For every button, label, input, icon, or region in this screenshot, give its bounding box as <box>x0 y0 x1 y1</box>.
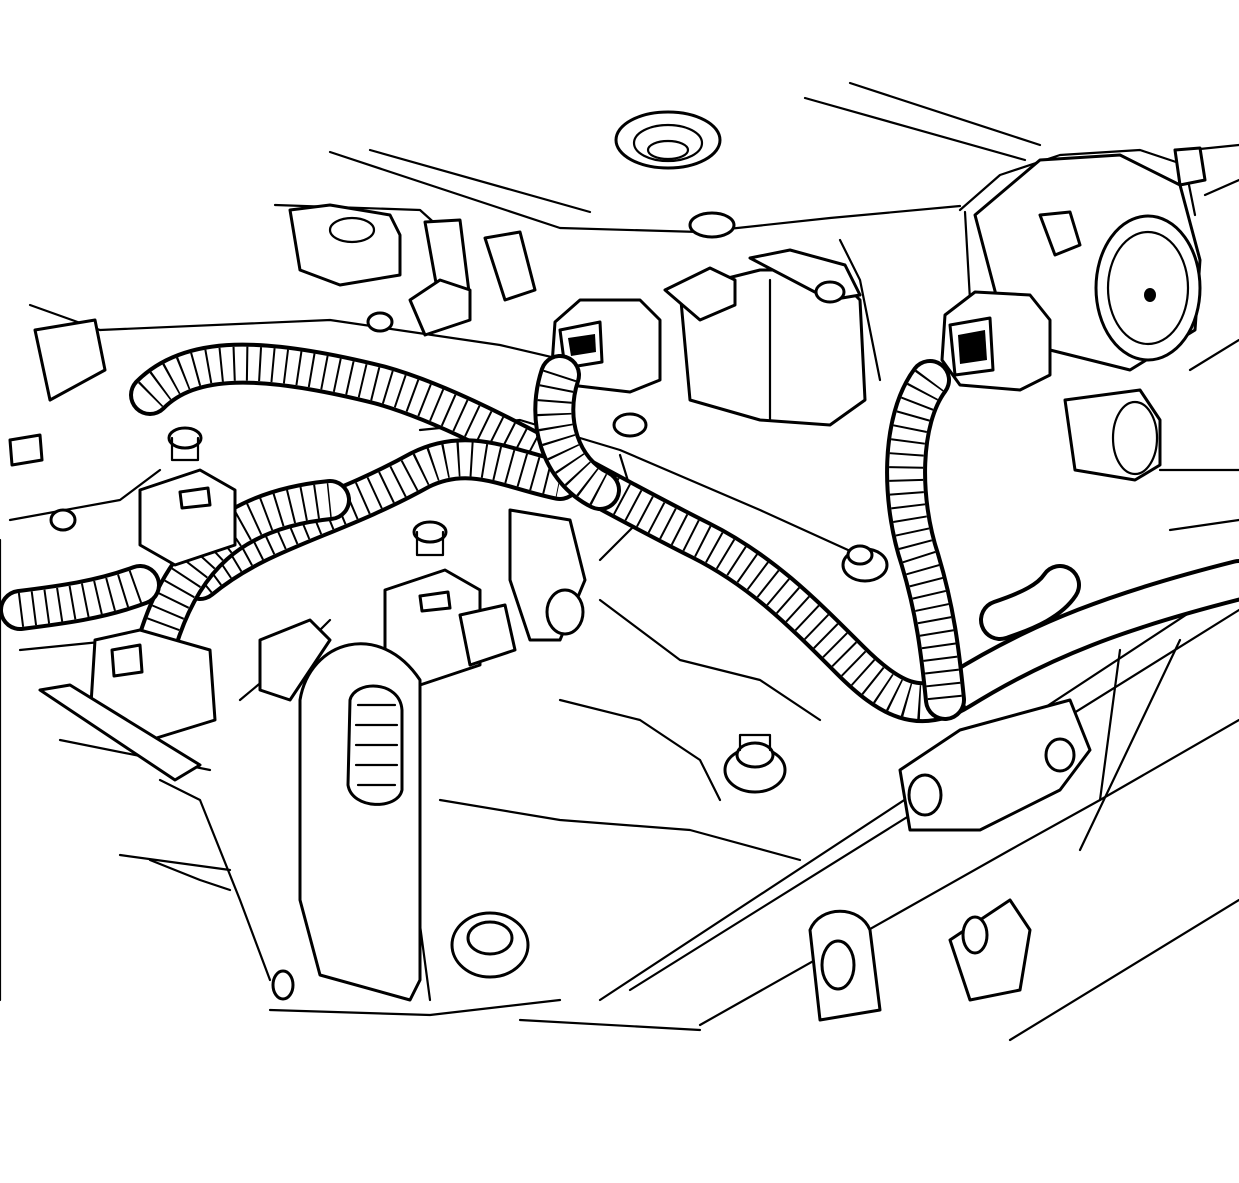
mount-tab-lower-center <box>808 909 882 1022</box>
filler-cap <box>614 110 736 239</box>
mounting-boss-left <box>288 203 537 337</box>
bolt-lower <box>450 911 530 979</box>
bolt-top-mid <box>366 311 648 438</box>
mount-tab-lower-right <box>948 898 1032 1002</box>
control-module <box>663 248 867 427</box>
bolt-right <box>841 544 889 583</box>
injector-connector-1 <box>138 426 237 567</box>
left-edge-details <box>8 318 295 1001</box>
connector-lower-left <box>38 628 217 782</box>
wiring-harness <box>0 342 1239 724</box>
bolt-center <box>723 733 787 794</box>
connector-right-top <box>940 290 1052 392</box>
mount-tab-right <box>898 698 1092 832</box>
injector-connector-2 <box>383 508 587 687</box>
lifting-bracket <box>258 618 422 1002</box>
